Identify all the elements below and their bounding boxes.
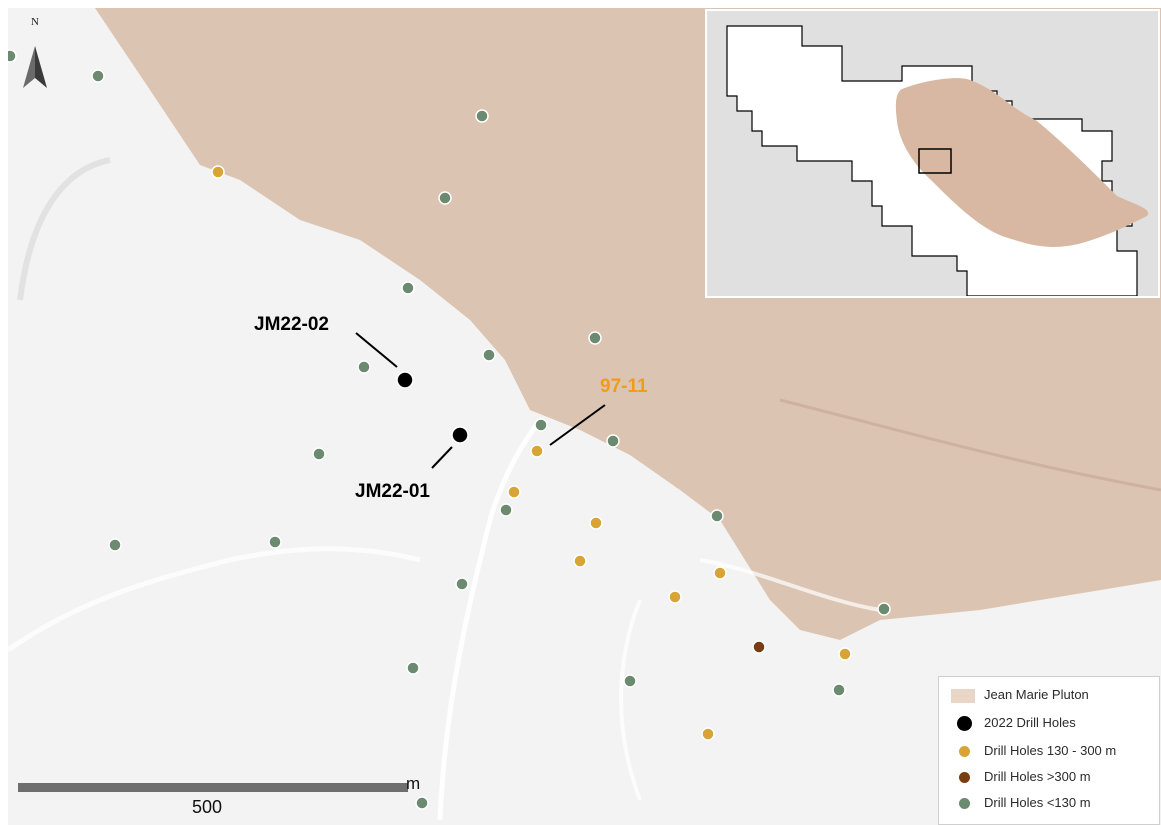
legend-swatch-2022: [957, 716, 972, 731]
drill-hole-130-300: [838, 647, 852, 661]
inset-map-canvas: [707, 11, 1158, 296]
drill-hole-130-300: [589, 516, 603, 530]
legend-label: Drill Holes <130 m: [984, 795, 1091, 810]
drill-hole-gt-300: [752, 640, 766, 654]
drill-hole-lt-130: [406, 661, 420, 675]
drill-hole-lt-130: [606, 434, 620, 448]
drill-hole-lt-130: [91, 69, 105, 83]
drill-hole-130-300: [713, 566, 727, 580]
drill-hole-lt-130: [710, 509, 724, 523]
ridge-line: [17, 157, 111, 301]
leader-line-jm22-01: [431, 446, 453, 469]
drill-hole-lt-130: [832, 683, 846, 697]
inset-map: [705, 9, 1160, 298]
leader-line-97-11: [549, 404, 606, 446]
map-frame: JM22-02 JM22-01 97-11 N m 500 Jean Marie…: [8, 8, 1161, 825]
drill-hole-lt-130: [499, 503, 513, 517]
trail-line-3: [699, 558, 881, 612]
drill-hole-lt-130: [357, 360, 371, 374]
drill-hole-lt-130: [438, 191, 452, 205]
legend-swatch-lt-130: [959, 798, 970, 809]
legend-item-gt-300: Drill Holes >300 m: [939, 767, 1159, 789]
drill-hole-lt-130: [482, 348, 496, 362]
scale-bar: [18, 783, 408, 792]
drill-hole-lt-130: [534, 418, 548, 432]
drill-hole-lt-130: [401, 281, 415, 295]
drill-hole-lt-130: [415, 796, 429, 810]
legend-item-130-300: Drill Holes 130 - 300 m: [939, 741, 1159, 763]
legend-swatch-pluton: [951, 689, 975, 703]
legend-label: Drill Holes 130 - 300 m: [984, 743, 1117, 758]
inset-pluton-area: [895, 78, 1149, 247]
scale-unit: m: [406, 774, 421, 793]
drill-hole-130-300: [211, 165, 225, 179]
drill-hole-lt-130: [588, 331, 602, 345]
drill-hole-lt-130: [455, 577, 469, 591]
drill-hole-130-300: [530, 444, 544, 458]
drill-hole-lt-130: [475, 109, 489, 123]
legend-label: Jean Marie Pluton: [984, 687, 1089, 702]
legend-item-pluton: Jean Marie Pluton: [939, 685, 1159, 707]
map-legend: Jean Marie Pluton 2022 Drill Holes Drill…: [938, 676, 1160, 825]
label-jm22-01: JM22-01: [355, 481, 430, 502]
drill-holes-lt-130: [8, 49, 891, 810]
label-97-11: 97-11: [600, 376, 648, 397]
drill-hole-lt-130: [8, 49, 17, 63]
north-arrow-icon: [23, 46, 47, 88]
legend-label: Drill Holes >300 m: [984, 769, 1091, 784]
drill-hole-lt-130: [108, 538, 122, 552]
label-jm22-02: JM22-02: [254, 314, 329, 335]
drill-hole-130-300: [668, 590, 682, 604]
legend-item-2022: 2022 Drill Holes: [939, 713, 1159, 735]
pluton-trail-line: [779, 398, 1161, 492]
trail-line-2: [619, 599, 642, 801]
drill-hole-lt-130: [877, 602, 891, 616]
inset-extent-box: [918, 148, 952, 174]
drill-hole-2022-jm22-02: [396, 371, 414, 389]
north-letter: N: [31, 16, 39, 28]
drill-hole-lt-130: [623, 674, 637, 688]
drill-hole-lt-130: [312, 447, 326, 461]
legend-swatch-130-300: [959, 746, 970, 757]
drill-hole-130-300: [701, 727, 715, 741]
road-line: [437, 418, 543, 821]
scale-value: 500: [192, 797, 223, 817]
drill-hole-130-300: [573, 554, 587, 568]
legend-label: 2022 Drill Holes: [984, 715, 1076, 730]
legend-item-lt-130: Drill Holes <130 m: [939, 793, 1159, 815]
drill-holes-130-300: [211, 165, 852, 741]
leader-line-jm22-02: [355, 332, 398, 368]
drill-hole-130-300: [507, 485, 521, 499]
trail-line: [8, 546, 421, 653]
legend-swatch-gt-300: [959, 772, 970, 783]
drill-hole-lt-130: [268, 535, 282, 549]
drill-hole-2022-jm22-01: [451, 426, 469, 444]
